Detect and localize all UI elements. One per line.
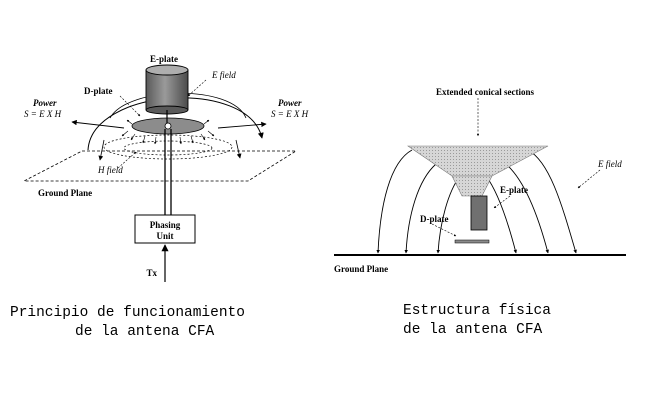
- power-arrow-left: [71, 119, 125, 129]
- ground-plane-left: [23, 150, 298, 182]
- d-plate-label: D-plate: [84, 86, 113, 96]
- e-field-right-label: E field: [597, 159, 622, 169]
- h-field-inner: [123, 140, 213, 156]
- power-arrow-right: [217, 121, 267, 129]
- ground-plane-left-label: Ground Plane: [38, 188, 92, 198]
- power-arrow-down-left: [98, 139, 105, 161]
- power-left-title: Power: [33, 98, 57, 108]
- conical-section-lower: [451, 175, 493, 197]
- extended-sections-label: Extended conical sections: [436, 87, 534, 97]
- caption-left-line2: de la antena CFA: [75, 324, 215, 340]
- phasing-unit-line2: Unit: [156, 231, 173, 241]
- right-diagram: Extended conical sections E field E-plat…: [334, 87, 626, 274]
- field-small-arrows: [121, 119, 215, 145]
- d-plate-right-label: D-plate: [420, 214, 449, 224]
- h-field-outer: [103, 134, 233, 160]
- tx-label: Tx: [146, 268, 157, 278]
- ground-plane-right-label: Ground Plane: [334, 264, 388, 274]
- power-right-title: Power: [278, 98, 302, 108]
- left-diagram: E-plate D-plate E field Power S = E X H …: [23, 54, 309, 282]
- caption-right-line2: de la antena CFA: [403, 322, 543, 338]
- power-left-formula: S = E X H: [24, 109, 62, 119]
- e-plate-right-label: E-plate: [500, 185, 528, 195]
- e-plate-right: [470, 195, 488, 231]
- e-field-label: E field: [211, 70, 236, 80]
- power-arrow-down-right: [235, 139, 242, 159]
- feed-point: [164, 122, 172, 130]
- e-plate-cylinder-top: [145, 64, 189, 76]
- e-plate-cylinder-body: [146, 70, 188, 110]
- caption-right-line1: Estructura física: [403, 303, 551, 319]
- phasing-unit-line1: Phasing: [150, 220, 181, 230]
- d-plate-right: [454, 239, 490, 244]
- e-plate-label: E-plate: [150, 54, 178, 64]
- h-field-label: H field: [97, 165, 123, 175]
- caption-left-line1: Principio de funcionamiento: [10, 305, 245, 321]
- phasing-unit-box: [134, 214, 196, 244]
- power-right-formula: S = E X H: [271, 109, 309, 119]
